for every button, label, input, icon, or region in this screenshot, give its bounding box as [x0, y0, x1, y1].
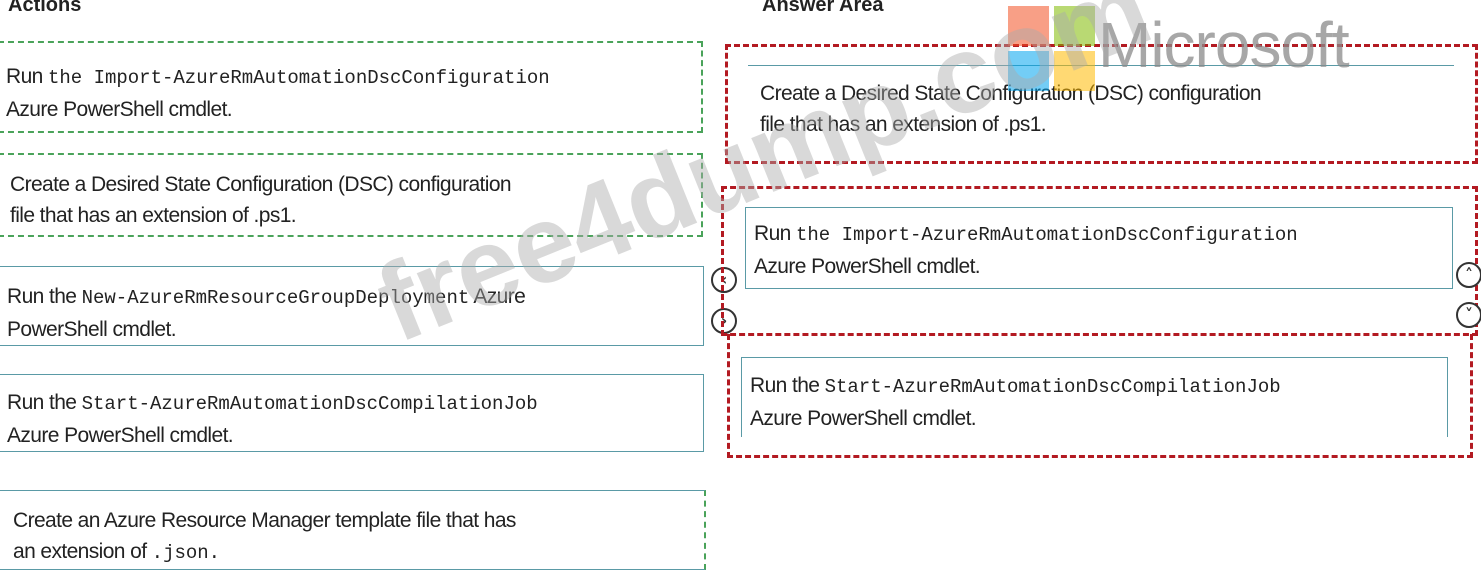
action-item-code: Start-AzureRmAutomationDscCompilationJob [81, 393, 538, 415]
microsoft-logo-icon [1008, 6, 1095, 91]
chevron-up-icon: ˄ [1465, 265, 1473, 284]
answer-item-import-dsc-config[interactable]: Run the Import-AzureRmAutomationDscConfi… [745, 207, 1453, 289]
move-left-button[interactable]: ‹ [711, 267, 737, 293]
action-item-text: Run the [7, 391, 82, 414]
action-item-text: Create a Desired State Configuration (DS… [10, 173, 512, 196]
action-item-code: New-AzureRmResourceGroupDeployment [81, 287, 470, 309]
answer-item-text-line2: file that has an extension of .ps1. [760, 113, 1047, 136]
answer-item-text-line2: Azure PowerShell cmdlet. [754, 255, 981, 278]
action-item-text-line2: Azure PowerShell cmdlet. [7, 424, 234, 447]
answer-item-text: Run [754, 222, 796, 245]
answer-item-start-compilation-job[interactable]: Run the Start-AzureRmAutomationDscCompil… [741, 357, 1448, 437]
answer-slot-1[interactable] [725, 44, 1478, 164]
action-item-start-compilation-job[interactable]: Run the Start-AzureRmAutomationDscCompil… [0, 374, 704, 452]
action-item-text: Run the [7, 285, 82, 308]
action-item-text: Run [6, 65, 48, 88]
answer-item-code: Start-AzureRmAutomationDscCompilationJob [824, 376, 1281, 398]
answer-item-create-dsc-file[interactable]: Create a Desired State Configuration (DS… [748, 65, 1454, 145]
answer-area-heading: Answer Area [762, 0, 884, 16]
actions-heading: Actions [8, 0, 82, 16]
chevron-down-icon: ˅ [1465, 305, 1473, 324]
microsoft-logo-text: Microsoft [1098, 9, 1350, 81]
action-item-create-arm-template[interactable]: Create an Azure Resource Manager templat… [0, 490, 706, 570]
answer-item-code: the Import-AzureRmAutomationDscConfigura… [795, 224, 1298, 246]
answer-slot-3[interactable] [727, 334, 1473, 458]
action-item-text: Create an Azure Resource Manager templat… [13, 509, 516, 532]
action-item-text: Azure [469, 285, 526, 308]
move-up-button[interactable]: ˄ [1456, 262, 1481, 288]
action-item-text-line2: file that has an extension of .ps1. [10, 204, 297, 227]
chevron-right-icon: › [720, 311, 728, 330]
action-item-code: .json. [151, 542, 221, 564]
action-item-code: the Import-AzureRmAutomationDscConfigura… [47, 67, 550, 89]
move-down-button[interactable]: ˅ [1456, 302, 1481, 328]
chevron-left-icon: ‹ [720, 270, 728, 289]
action-item-text-line2: PowerShell cmdlet. [7, 318, 177, 341]
answer-item-text-line2: Azure PowerShell cmdlet. [750, 407, 977, 430]
action-item-import-dsc-config[interactable]: Run the Import-AzureRmAutomationDscConfi… [0, 41, 703, 133]
answer-item-text: Create a Desired State Configuration (DS… [760, 82, 1262, 105]
action-item-new-rg-deployment[interactable]: Run the New-AzureRmResourceGroupDeployme… [0, 266, 704, 346]
action-item-text-line2: Azure PowerShell cmdlet. [6, 98, 233, 121]
answer-slot-2[interactable] [721, 186, 1478, 336]
answer-item-text: Run the [750, 374, 825, 397]
action-item-text-line2: an extension of [13, 540, 152, 563]
action-item-create-dsc-file[interactable]: Create a Desired State Configuration (DS… [0, 153, 703, 237]
